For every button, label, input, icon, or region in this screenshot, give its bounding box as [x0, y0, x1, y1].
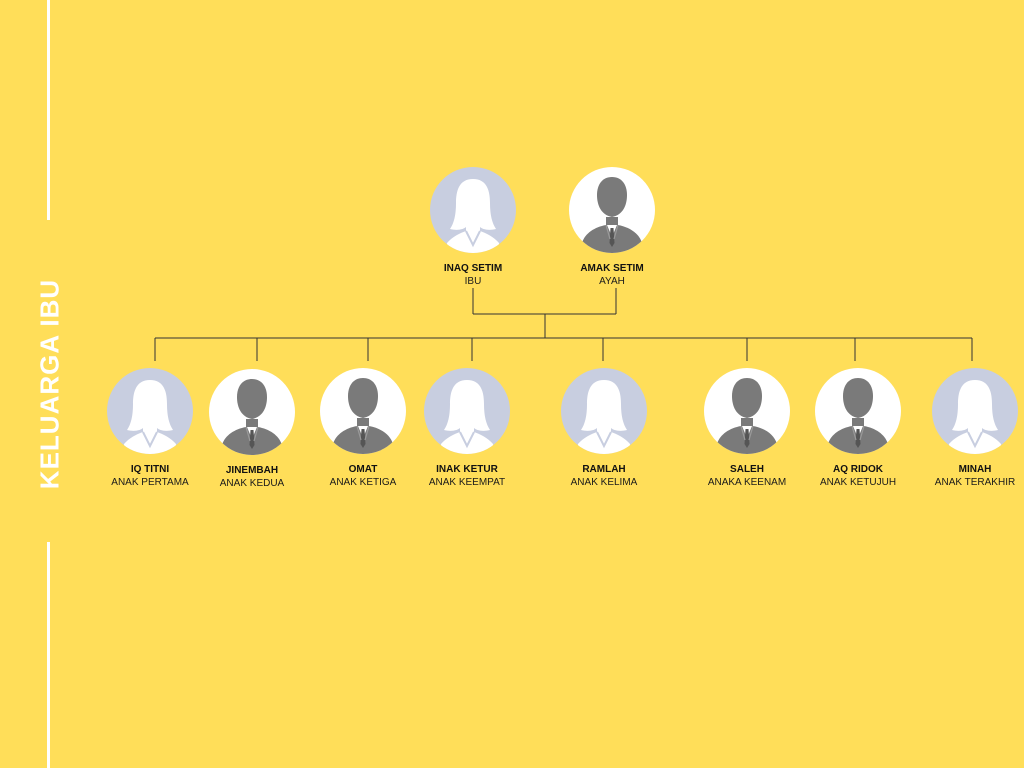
- person-role: ANAK KETUJUH: [819, 477, 897, 488]
- male-avatar-icon: [209, 369, 295, 455]
- female-avatar-icon: [430, 167, 516, 253]
- person-name: RAMLAH: [582, 464, 626, 475]
- female-avatar-icon: [424, 368, 510, 454]
- person-name: MINAH: [958, 464, 992, 475]
- person-role: ANAK PERTAMA: [111, 477, 189, 488]
- male-avatar-icon: [704, 368, 790, 454]
- person-role: ANAK KEDUA: [219, 478, 285, 489]
- female-avatar-icon: [932, 368, 1018, 454]
- child-c2: JINEMBAH ANAK KEDUA: [187, 369, 317, 490]
- person-name: INAQ SETIM: [443, 263, 503, 274]
- female-avatar-icon: [107, 368, 193, 454]
- decorative-line-bottom: [47, 542, 50, 768]
- person-role: ANAK KETIGA: [329, 477, 397, 488]
- male-avatar-icon: [569, 167, 655, 253]
- person-role: IBU: [464, 276, 482, 287]
- child-c7: AQ RIDOK ANAK KETUJUH: [793, 368, 923, 489]
- male-avatar-icon: [815, 368, 901, 454]
- male-avatar-icon: [320, 368, 406, 454]
- person-name: AMAK SETIM: [580, 263, 644, 274]
- person-role: ANAKA KEENAM: [707, 477, 787, 488]
- person-role: ANAK KEEMPAT: [428, 477, 506, 488]
- child-c1: IQ TITNI ANAK PERTAMA: [85, 368, 215, 489]
- parent-p1: INAQ SETIM IBU: [408, 167, 538, 288]
- person-name: IQ TITNI: [130, 464, 170, 475]
- person-name: JINEMBAH: [225, 465, 279, 476]
- parent-p2: AMAK SETIM AYAH: [547, 167, 677, 288]
- child-c6: SALEH ANAKA KEENAM: [682, 368, 812, 489]
- child-c8: MINAH ANAK TERAKHIR: [910, 368, 1024, 489]
- person-name: AQ RIDOK: [833, 464, 883, 475]
- child-c5: RAMLAH ANAK KELIMA: [539, 368, 669, 489]
- female-avatar-icon: [561, 368, 647, 454]
- child-c3: OMAT ANAK KETIGA: [298, 368, 428, 489]
- child-c4: INAK KETUR ANAK KEEMPAT: [402, 368, 532, 489]
- decorative-line-top: [47, 0, 50, 220]
- person-role: ANAK TERAKHIR: [934, 477, 1016, 488]
- person-name: OMAT: [348, 464, 378, 475]
- person-name: INAK KETUR: [436, 464, 498, 475]
- person-role: ANAK KELIMA: [570, 477, 638, 488]
- person-role: AYAH: [599, 276, 625, 287]
- person-name: SALEH: [730, 464, 764, 475]
